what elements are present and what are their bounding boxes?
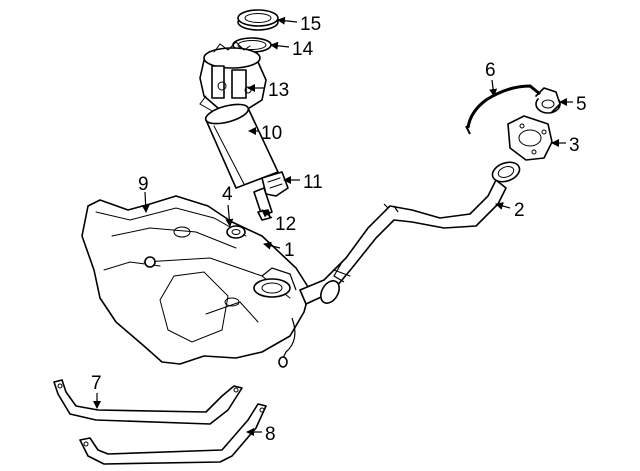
callout-1: 1 xyxy=(284,240,295,261)
callout-13: 13 xyxy=(268,80,289,101)
cap-tether xyxy=(465,84,541,135)
tank-strap-front xyxy=(53,379,243,425)
fuel-cap xyxy=(535,87,561,114)
filler-tube xyxy=(299,161,521,305)
callout-2: 2 xyxy=(514,200,525,221)
callout-8: 8 xyxy=(265,424,276,445)
callout-7: 7 xyxy=(91,373,102,394)
fuel-tank xyxy=(81,195,311,368)
tank-strap-rear xyxy=(79,403,267,465)
callout-14: 14 xyxy=(292,39,314,60)
callout-9: 9 xyxy=(138,174,149,195)
callout-12: 12 xyxy=(275,214,296,235)
callout-6: 6 xyxy=(485,60,496,81)
callout-3: 3 xyxy=(569,135,580,156)
fuel-pump-canister xyxy=(204,103,279,189)
callout-4: 4 xyxy=(222,184,233,205)
lock-ring xyxy=(237,9,279,31)
callout-15: 15 xyxy=(300,14,321,35)
fuel-pump-module xyxy=(199,41,267,113)
callout-labels: 15 14 13 10 11 12 4 9 1 2 3 5 6 7 8 xyxy=(91,14,587,445)
callout-11: 11 xyxy=(303,172,323,193)
callout-5: 5 xyxy=(576,94,587,115)
leader-lines xyxy=(93,16,573,436)
callout-10: 10 xyxy=(261,123,282,144)
filler-housing xyxy=(507,115,553,161)
